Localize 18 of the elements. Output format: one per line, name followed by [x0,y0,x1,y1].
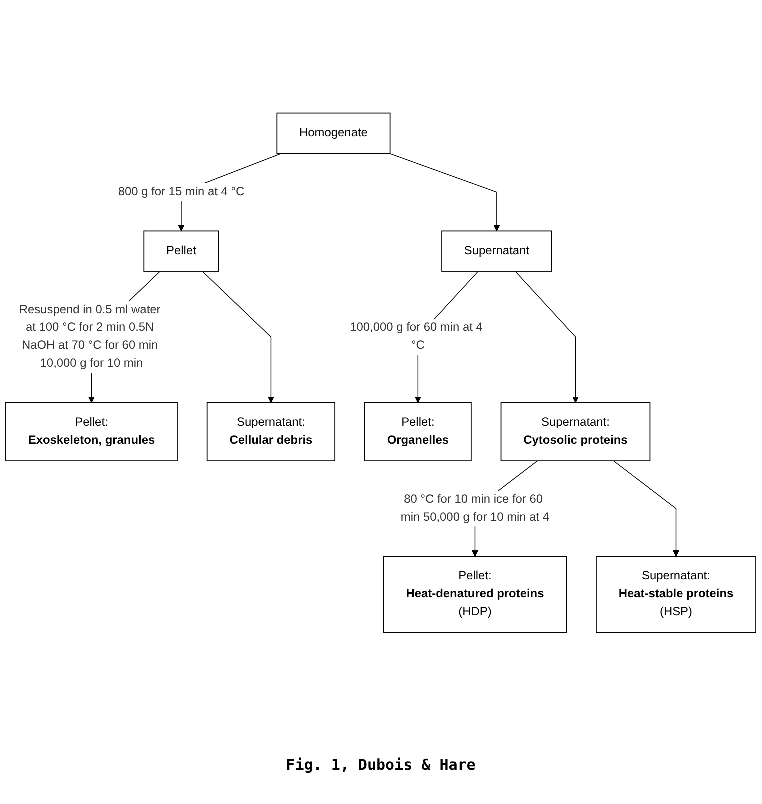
node-box: Supernatant: Cellular debris [206,402,336,462]
node-box: Supernatant [442,230,552,272]
node-box: Pellet: Heat-denatured proteins (HDP) [383,556,568,634]
figure-caption: Fig. 1, Dubois & Hare [286,756,476,774]
arrow [613,460,680,557]
node-box: Pellet [144,230,220,272]
edge-label: 800 g for 15 min at 4 °C [118,186,245,198]
node-box: Homogenate [276,112,391,154]
arrow [515,271,580,404]
edge-label: Resuspend in 0.5 ml water at 100 °C for 2 min 0.5N NaOH at 70 °C for 60 min 10,000 g for 10 min [19,304,161,370]
node-box: Pellet: Organelles [364,402,472,462]
arrow [389,153,500,232]
node-box: Pellet: Exoskeleton, granules [6,402,178,462]
edge-label: 80 °C for 10 min ice for 60 min 50,000 g for 10 min at 4 [400,493,550,524]
node-box: Supernatant: Heat-stable proteins (HSP) [596,556,756,634]
node-box: Supernatant: Cytosolic proteins [500,402,651,462]
arrow [202,271,274,404]
edge-label: 100,000 g for 60 min at 4 °C [350,322,483,352]
